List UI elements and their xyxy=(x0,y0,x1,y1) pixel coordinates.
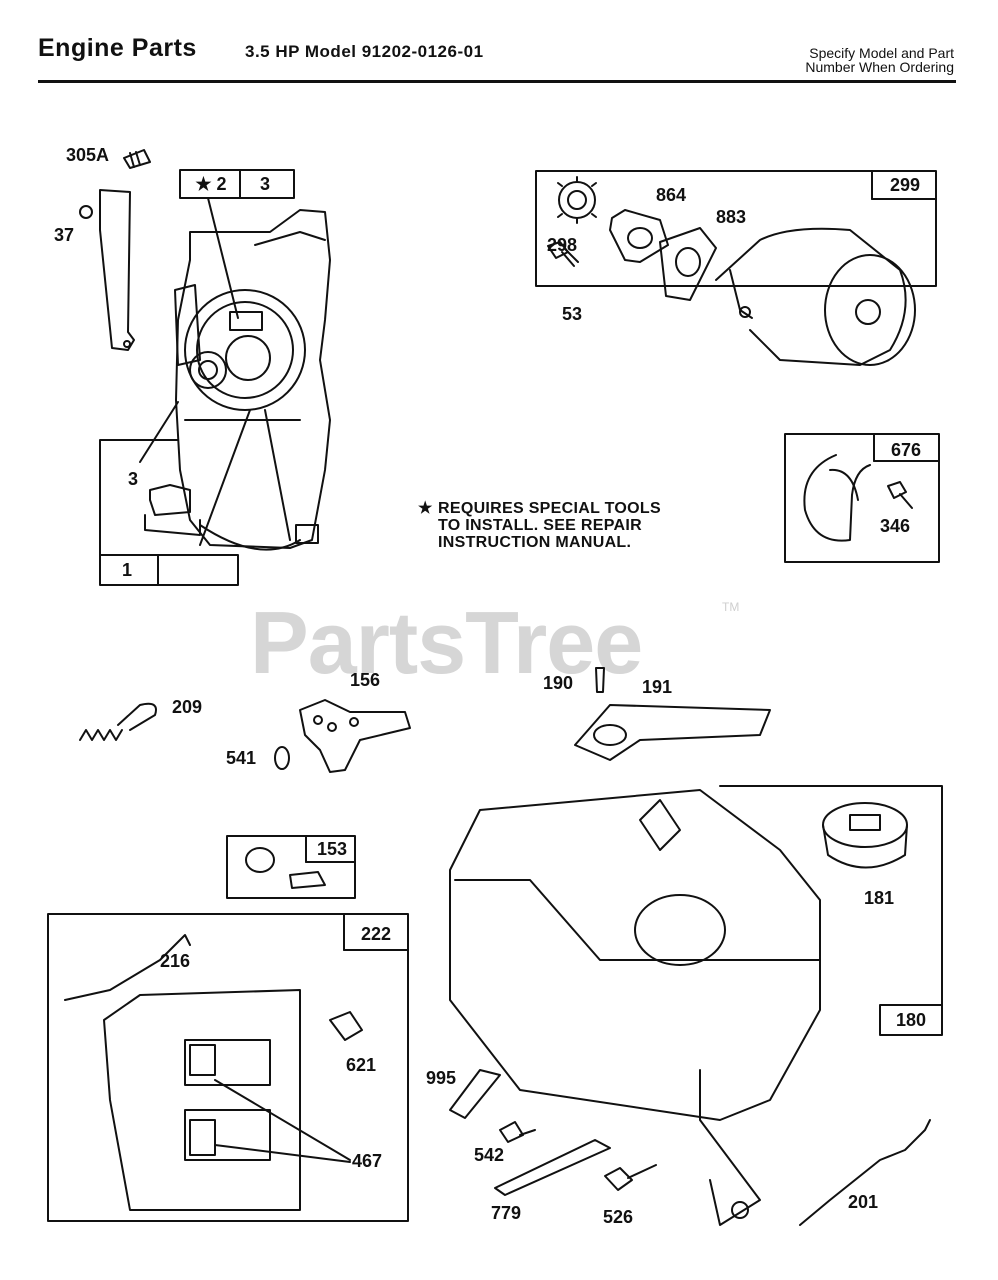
callout-156: 156 xyxy=(350,670,381,690)
fuel-tank-assembly-drawing xyxy=(449,785,943,1226)
callout-1: 1 xyxy=(121,560,132,580)
callout-526: 526 xyxy=(603,1207,634,1227)
callout-305A: 305A xyxy=(66,145,110,165)
callout-542: 542 xyxy=(474,1145,505,1165)
crankcase-assembly-drawing xyxy=(79,149,331,586)
callout-995: 995 xyxy=(426,1068,457,1088)
note-line-2: TO INSTALL. SEE REPAIR xyxy=(438,517,642,534)
callout-153: 153 xyxy=(316,839,348,859)
callout-864: 864 xyxy=(656,185,687,205)
ordering-note: Specify Model and Part Number When Order… xyxy=(805,46,954,74)
callout-346: 346 xyxy=(880,516,911,536)
trademark-mark: TM xyxy=(722,600,740,614)
callout-541: 541 xyxy=(226,748,257,768)
model-number: 3.5 HP Model 91202-0126-01 xyxy=(245,42,484,61)
callout-191: 191 xyxy=(642,677,673,697)
header-rule xyxy=(38,80,956,83)
muffler-assembly-drawing xyxy=(535,170,937,366)
callout-209: 209 xyxy=(172,697,203,717)
callout-222: 222 xyxy=(360,924,392,944)
callout-2-special: ★ 2 xyxy=(195,174,227,194)
callout-216: 216 xyxy=(160,951,191,971)
callout-180: 180 xyxy=(895,1010,927,1030)
callout-883: 883 xyxy=(716,207,747,227)
callout-298: 298 xyxy=(547,235,578,255)
governor-linkage-drawing xyxy=(79,699,411,773)
gasket-drawing xyxy=(574,667,771,761)
star-icon: ★ xyxy=(418,500,433,517)
note-line-3: INSTRUCTION MANUAL. xyxy=(438,534,632,551)
callout-37: 37 xyxy=(54,225,75,245)
callout-299: 299 xyxy=(889,175,921,195)
ordering-note-line-2: Number When Ordering xyxy=(805,59,954,75)
page-title: Engine Parts xyxy=(38,34,197,62)
callout-779: 779 xyxy=(491,1203,522,1223)
callout-201: 201 xyxy=(848,1192,879,1212)
callout-621: 621 xyxy=(346,1055,377,1075)
watermark-logo: PartsTree xyxy=(250,593,643,692)
callout-53: 53 xyxy=(562,304,583,324)
callout-190: 190 xyxy=(543,673,574,693)
callout-3-box: 3 xyxy=(259,174,270,194)
special-tools-note: ★ REQUIRES SPECIAL TOOLS TO INSTALL. SEE… xyxy=(418,500,661,551)
callout-181: 181 xyxy=(864,888,895,908)
control-bracket-assembly-drawing xyxy=(47,913,409,1222)
callout-3: 3 xyxy=(128,469,139,489)
fitting-assembly-drawing xyxy=(226,835,356,899)
callout-676: 676 xyxy=(890,440,922,460)
ordering-note-line-1: Specify Model and Part xyxy=(809,45,954,61)
screen-assembly-drawing xyxy=(784,433,940,563)
callout-467: 467 xyxy=(352,1151,383,1171)
note-line-1: REQUIRES SPECIAL TOOLS xyxy=(438,500,661,517)
tank-hardware-drawing xyxy=(449,1069,931,1226)
